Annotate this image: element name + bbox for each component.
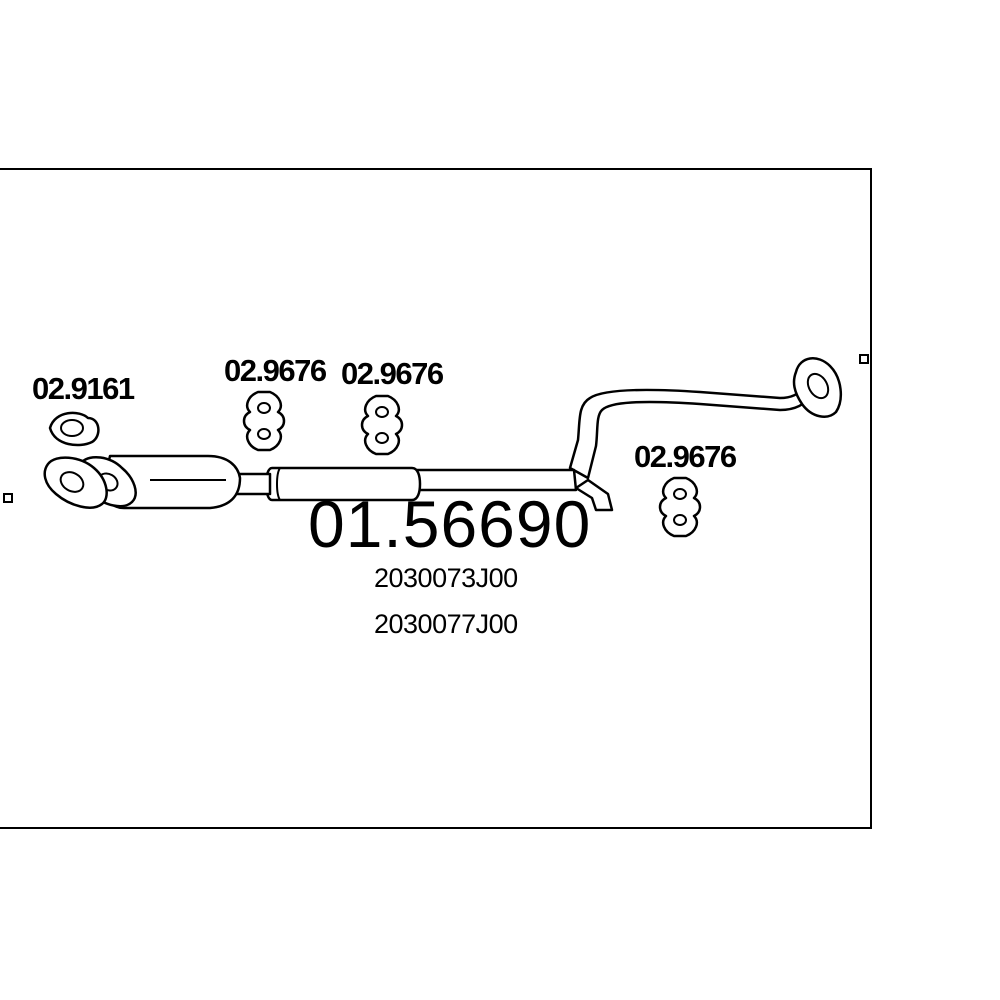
hanger-icon (242, 390, 286, 452)
hanger-icon (360, 394, 404, 456)
callout-hanger-b: 02.9676 (341, 356, 444, 391)
callout-hanger-c: 02.9676 (634, 439, 737, 474)
frame-tick-left (3, 493, 13, 503)
oem-number-1: 2030073J00 (374, 563, 518, 593)
hanger-icon (658, 476, 702, 538)
frame-tick-right (859, 354, 869, 364)
exhaust-pipe-icon (43, 357, 843, 512)
callout-hanger-a: 02.9676 (224, 353, 327, 388)
callout-gasket: 02.9161 (32, 371, 135, 406)
part-number: 01.56690 (308, 487, 591, 561)
diagram-frame (0, 168, 872, 829)
oem-number-2: 2030077J00 (374, 609, 518, 639)
gasket-icon (48, 411, 100, 447)
